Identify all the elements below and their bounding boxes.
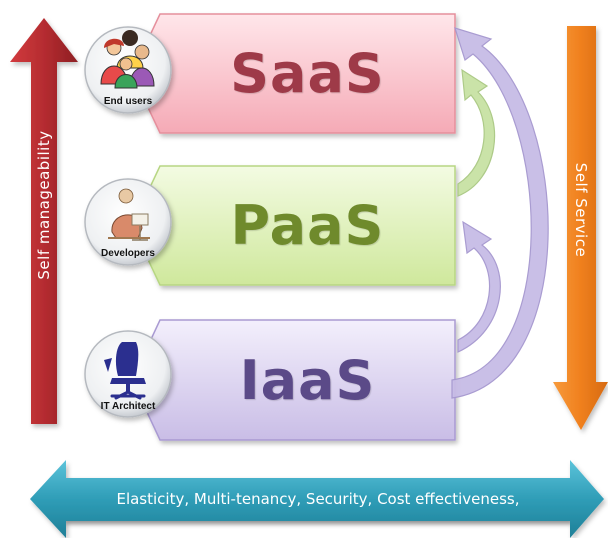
curved-arrow-iaas-to-saas	[451, 27, 549, 399]
end-users-icon	[100, 30, 155, 89]
self-manageability-arrow	[10, 18, 78, 424]
iaas-label: IaaS	[239, 348, 376, 412]
developer-icon	[108, 188, 150, 241]
developers-role-label: Developers	[101, 248, 155, 259]
it-architect-role-label: IT Architect	[100, 401, 156, 412]
end-users-role-label: End users	[103, 96, 153, 107]
curved-arrow-paas-to-saas	[457, 68, 496, 197]
self-manageability-label: Self manageability	[35, 130, 53, 280]
benefits-double-arrow	[30, 460, 604, 538]
architect-chair-icon	[104, 342, 146, 400]
self-service-label: Self Service	[572, 162, 590, 258]
benefits-label: Elasticity, Multi-tenancy, Security, Cos…	[116, 490, 520, 508]
self-service-arrow	[553, 26, 608, 430]
paas-label: PaaS	[230, 194, 385, 257]
saas-label: SaaS	[230, 42, 385, 105]
curved-arrow-iaas-to-paas	[457, 220, 501, 353]
